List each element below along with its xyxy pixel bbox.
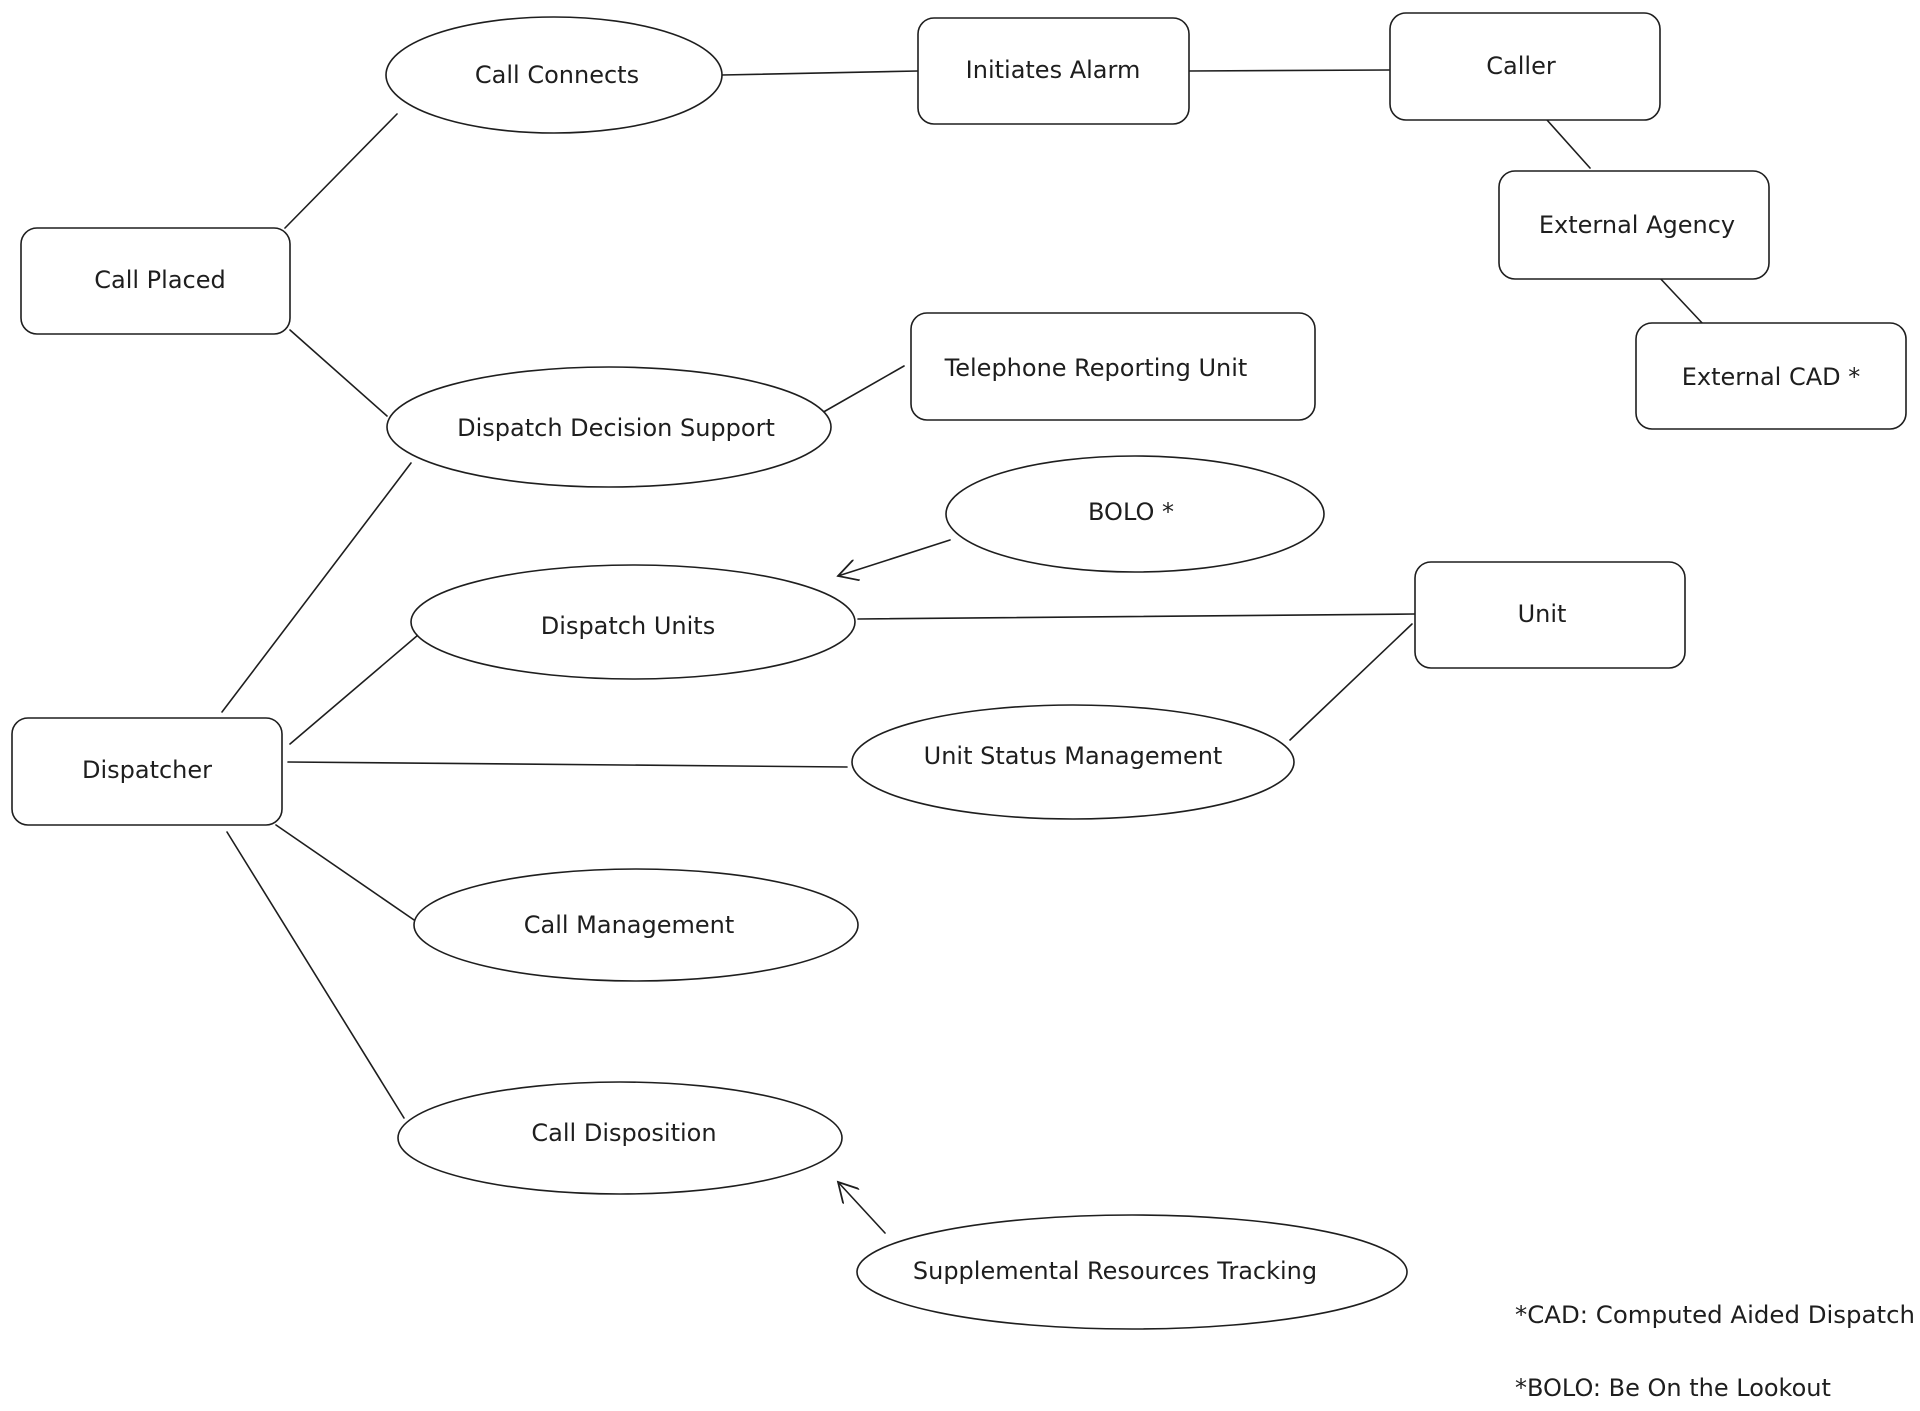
edge-callconnects-initiatesalarm [721,70,919,76]
edge-initiatesalarm-caller [1188,69,1390,72]
node-call-management-label: Call Management [524,911,735,939]
note-cad: *CAD: Computed Aided Dispatch [1515,1301,1915,1329]
node-dispatch-units-label: Dispatch Units [541,612,715,640]
arrow-supplemental-calldisposition [838,1182,886,1234]
edge-dispatchunits-unit [857,613,1416,620]
footnotes: *CAD: Computed Aided Dispatch *BOLO: Be … [1515,1301,1915,1402]
edge-caller-externalagency [1546,119,1591,169]
node-dispatch-decision-support-label: Dispatch Decision Support [457,414,775,442]
node-unit-status-management-shape [851,704,1295,820]
edge-unitstatus-unit [1289,623,1413,741]
node-call-management-shape [413,868,859,982]
edge-dispatchdecision-telephoneunit [819,365,905,415]
node-unit-status-management[interactable]: Unit Status Management [851,704,1295,820]
node-call-connects-shape [385,16,723,134]
node-call-connects-label: Call Connects [475,61,639,89]
connectors [221,69,1705,1234]
node-initiates-alarm-label: Initiates Alarm [966,56,1141,84]
node-call-placed-box [20,227,291,335]
node-dispatcher-label: Dispatcher [82,756,212,784]
edge-dispatcher-calldisposition [226,831,405,1119]
edge-dispatcher-dispatchunits [289,634,419,745]
edge-callplaced-dispatchdecision [289,329,388,417]
edge-externalagency-externalcad [1657,275,1705,326]
node-supplemental-resources-tracking-label: Supplemental Resources Tracking [913,1257,1317,1285]
node-external-cad-box [1635,322,1907,430]
node-initiates-alarm[interactable]: Initiates Alarm [917,17,1190,125]
node-dispatch-decision-support-shape [386,366,832,488]
node-call-management[interactable]: Call Management [413,868,859,982]
edge-dispatcher-unitstatus [287,761,848,768]
node-supplemental-resources-tracking[interactable]: Supplemental Resources Tracking [856,1214,1408,1330]
note-bolo: *BOLO: Be On the Lookout [1515,1374,1831,1402]
node-bolo[interactable]: BOLO * [945,455,1325,573]
edge-callplaced-callconnects [284,113,398,229]
edge-dispatcher-callmanagement [275,824,418,923]
node-external-agency[interactable]: External Agency [1498,170,1770,280]
node-unit-status-management-label: Unit Status Management [924,742,1223,770]
node-dispatcher[interactable]: Dispatcher [11,717,283,826]
node-supplemental-resources-tracking-shape [856,1214,1408,1330]
node-bolo-label: BOLO * [1088,498,1174,526]
arrow-bolo-dispatchunits [838,539,951,576]
node-external-cad-label: External CAD * [1682,363,1861,391]
node-unit[interactable]: Unit [1414,561,1686,669]
node-call-disposition[interactable]: Call Disposition [397,1081,843,1195]
node-dispatch-units[interactable]: Dispatch Units [410,564,856,680]
node-initiates-alarm-box [917,17,1190,125]
node-call-placed[interactable]: Call Placed [20,227,291,335]
node-telephone-reporting-unit-label: Telephone Reporting Unit [944,354,1248,382]
node-unit-label: Unit [1518,600,1567,628]
node-caller[interactable]: Caller [1389,12,1661,121]
node-call-connects[interactable]: Call Connects [385,16,723,134]
node-bolo-shape [945,455,1325,573]
node-dispatch-decision-support[interactable]: Dispatch Decision Support [386,366,832,488]
node-unit-box [1414,561,1686,669]
node-call-placed-label: Call Placed [94,266,225,294]
node-telephone-reporting-unit[interactable]: Telephone Reporting Unit [910,312,1316,421]
node-call-disposition-label: Call Disposition [531,1119,716,1147]
node-call-disposition-shape [397,1081,843,1195]
node-caller-box [1389,12,1661,121]
node-telephone-reporting-unit-box [910,312,1316,421]
node-external-agency-label: External Agency [1539,211,1735,239]
node-dispatch-units-shape [410,564,856,680]
node-dispatcher-box [11,717,283,826]
node-external-cad[interactable]: External CAD * [1635,322,1907,430]
edge-dispatcher-dispatchdecision [221,462,412,713]
node-caller-label: Caller [1486,52,1556,80]
node-external-agency-box [1498,170,1770,280]
